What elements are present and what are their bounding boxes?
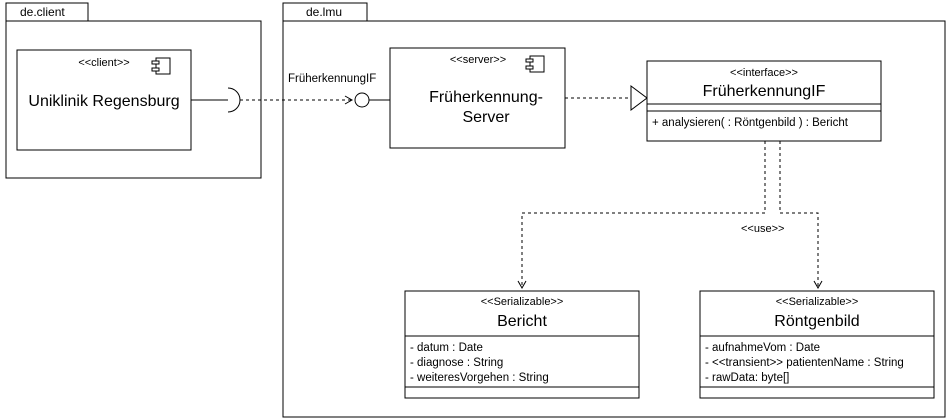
component-stereotype: <<server>> bbox=[450, 54, 506, 66]
component-name-line2: Server bbox=[462, 109, 510, 126]
class-roentgenbild: <<Serializable>> Röntgenbild - aufnahmeV… bbox=[699, 290, 935, 399]
component-stereotype: <<client>> bbox=[78, 57, 129, 69]
component-icon bbox=[151, 57, 171, 75]
class-attribute: - weiteresVorgehen : String bbox=[410, 372, 549, 384]
class-box bbox=[404, 290, 640, 399]
realization-arrow bbox=[565, 85, 648, 111]
component-name: Uniklinik Regensburg bbox=[28, 93, 179, 110]
class-operation: + analysieren( : Röntgenbild ) : Bericht bbox=[652, 117, 849, 129]
class-stereotype: <<Serializable>> bbox=[481, 296, 564, 308]
class-attribute: - diagnose : String bbox=[410, 357, 503, 369]
package-name: de.client bbox=[20, 5, 65, 19]
use-dependency-roentgenbild bbox=[779, 141, 823, 290]
class-stereotype: <<Serializable>> bbox=[776, 296, 859, 308]
class-attribute: - aufnahmeVom : Date bbox=[705, 342, 820, 354]
interface-label: FrüherkennungIF bbox=[288, 73, 376, 85]
class-stereotype: <<interface>> bbox=[730, 67, 798, 79]
interface-class: <<interface>> FrüherkennungIF + analysie… bbox=[646, 60, 882, 142]
class-box bbox=[646, 60, 882, 142]
component-client: <<client>> Uniklinik Regensburg bbox=[16, 49, 192, 151]
class-name: Bericht bbox=[497, 313, 547, 330]
component-icon bbox=[525, 55, 545, 73]
use-label: <<use>> bbox=[741, 223, 784, 235]
component-name-line1: Früherkennung- bbox=[429, 89, 543, 106]
class-attribute: - <<transient>> patientenName : String bbox=[705, 357, 904, 369]
class-name: FrüherkennungIF bbox=[703, 83, 826, 100]
class-attribute: - datum : Date bbox=[410, 342, 483, 354]
package-name: de.lmu bbox=[306, 5, 342, 19]
use-dependency-bericht bbox=[517, 141, 766, 290]
class-name: Röntgenbild bbox=[774, 313, 859, 330]
class-box bbox=[699, 290, 935, 399]
component-server: <<server>> Früherkennung- Server bbox=[389, 47, 566, 149]
provided-interface-lollipop bbox=[354, 92, 390, 108]
class-attribute: - rawData: byte[] bbox=[705, 372, 789, 384]
class-bericht: <<Serializable>> Bericht - datum : Date … bbox=[404, 290, 640, 399]
